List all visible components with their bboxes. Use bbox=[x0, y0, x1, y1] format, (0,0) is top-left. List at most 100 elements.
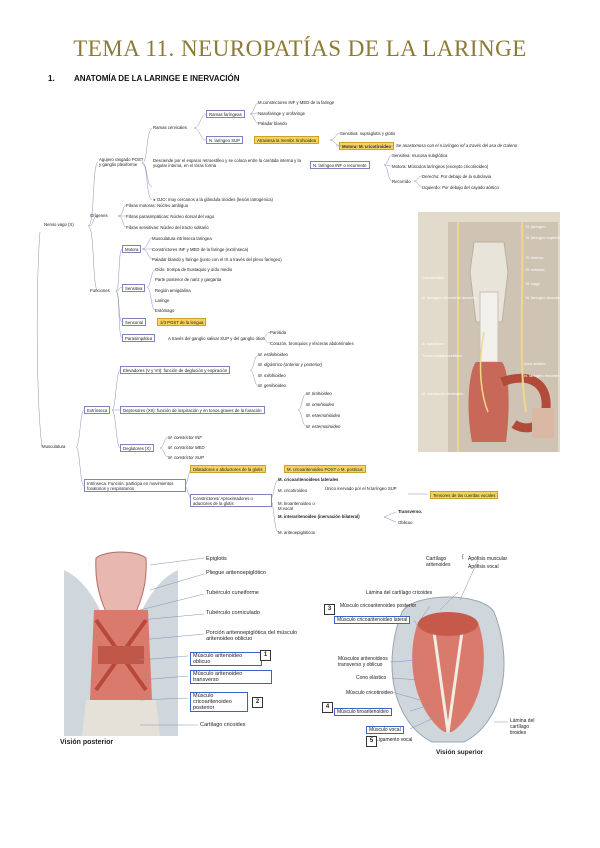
marker-4: 4 bbox=[322, 702, 333, 713]
mm-o1: Fibras motoras: Núcleo ambiguo bbox=[126, 203, 189, 208]
posterior-larynx-drawing bbox=[64, 551, 178, 736]
mm-e2: M. digástrico (anterior y posterior) bbox=[258, 362, 323, 367]
marker-2: 2 bbox=[252, 697, 263, 708]
mm-anastomosa: Se anastomosa con el n.laríngeo inf a tr… bbox=[396, 143, 518, 148]
mm-atraviesa: Atraviesa la membr. tirohioidea bbox=[254, 136, 319, 144]
label-arit-transverso: Músculo aritenoideo transverso bbox=[190, 670, 272, 684]
mm-desciende: Desciende por el espacio retroestíleo y … bbox=[153, 158, 301, 168]
mm-rf2: Nasofaringe y orofaringe bbox=[258, 111, 306, 116]
mm-izquierdo: Izquierdo: Por debajo del cayado aórtico bbox=[422, 185, 499, 190]
mm-d1: M. tirohioideo bbox=[306, 391, 332, 396]
mm-dilatadores: Dilatadores o abductores de la glotis bbox=[190, 465, 266, 473]
label-n-recurrente: N. laríngeo recurrente bbox=[524, 373, 563, 378]
mm-g3: M. constrictor SUP bbox=[168, 455, 204, 460]
mm-sensitiva: Sensitiva bbox=[122, 284, 146, 292]
mm-ramas-faringeas: Ramas faríngeas bbox=[206, 110, 245, 118]
mm-n-laringeo-sup: N. laríngeo SUP bbox=[206, 136, 244, 144]
label-crico-post: Músculo cricoaritenoideo posterior bbox=[190, 692, 248, 712]
superior-view-illustration bbox=[382, 582, 514, 744]
label-r-interna: R. interna bbox=[526, 255, 544, 260]
label-porcion: Porción ariteno­epiglótica del músculo a… bbox=[206, 630, 298, 642]
mm-c2: M. cricotiroideo bbox=[278, 488, 308, 493]
superior-larynx-drawing bbox=[391, 596, 505, 743]
label-cricotiroideo: Músculo cricotiroideo bbox=[346, 690, 393, 696]
label-cardiacos: N. cardíacos cervicales bbox=[422, 391, 464, 396]
mm-c3: M. tiroaritenoideo o M.vocal bbox=[278, 501, 315, 511]
marker-3: 3 bbox=[324, 604, 335, 615]
label-pliegue: Pliegue ariteno­epiglótico bbox=[206, 570, 266, 576]
mm-constrictores: Constrictores/ Aproximadores o aductores… bbox=[190, 494, 272, 507]
posterior-view-illustration bbox=[56, 550, 186, 736]
mm-extrinseca: Extrínseca bbox=[84, 406, 111, 414]
label-a-subclavia: A. subclavia bbox=[422, 341, 444, 346]
mm-ramas-cervicales: Ramas cervicales bbox=[153, 125, 187, 130]
mm-s4: Laringe bbox=[155, 298, 170, 303]
mm-intrinseca: Intrínseca. Función: participa en movimi… bbox=[84, 479, 186, 492]
mm-origenes: Orígenes bbox=[90, 213, 108, 218]
mm-s3: Región amigdalina bbox=[155, 288, 191, 293]
mm-depresores: Depresores (XII): función de inspiración… bbox=[120, 406, 265, 414]
mm-ojo-text: OJO: muy cercanos a la glándula tiroides… bbox=[156, 197, 273, 202]
label-n-laringeo: N. laríngeo bbox=[526, 224, 546, 229]
mm-c4: M. interaritenoideo (inervación bilatera… bbox=[278, 514, 360, 519]
label-arco-aortico: Arco aórtico bbox=[524, 361, 546, 366]
label-aritenoideos: Músculos aritenoideos transverso y oblic… bbox=[338, 656, 388, 668]
label-musculo-vocal: Músculo vocal bbox=[366, 726, 404, 734]
nerve-illustration bbox=[418, 212, 560, 452]
label-cono: Cono elástico bbox=[356, 675, 387, 681]
warning-icon: ● bbox=[153, 197, 156, 202]
label-cuneiforme: Tubérculo cuneiforme bbox=[206, 590, 259, 596]
mm-s2: Parte posterior de nariz y garganta bbox=[155, 277, 222, 282]
mm-m2: Constrictores INF y MED de la faringe (e… bbox=[152, 247, 249, 252]
mm-rf1: M.constrictores INF y MED de la faringe bbox=[258, 100, 335, 105]
mm-sensitiva-sup: Sensitiva: supraglotis y glotis bbox=[340, 131, 396, 136]
marker-5: 5 bbox=[366, 736, 377, 747]
mm-derecho: Derecho: Por debajo de la subclavia bbox=[422, 174, 492, 179]
label-r-externa: R. externa bbox=[526, 267, 545, 272]
mm-tensores: Tensores de las cuerdas vocales bbox=[430, 491, 499, 499]
mm-agujero: Agujero rasgado POST y ganglio plexiform… bbox=[99, 157, 144, 167]
label-tiroaritenoideo: Músculo tiroaritenoideo bbox=[334, 708, 392, 716]
mm-oblicuo: Oblicuo bbox=[398, 520, 413, 525]
label-cart-cricoides: Cartílago cricoides bbox=[200, 722, 246, 728]
mm-musculatura: Musculatura bbox=[42, 444, 66, 449]
nerve-anatomy-photo: N. laríngeo N. laríngeo superior R. inte… bbox=[418, 212, 582, 452]
mm-recorrido: Recorrido bbox=[392, 179, 411, 184]
section-label: ANATOMÍA DE LA LARINGE E INERVACIÓN bbox=[74, 74, 240, 83]
mm-par1: Parótida bbox=[270, 330, 287, 335]
mm-e3: M. milohioideo bbox=[258, 373, 286, 378]
mm-e4: M. genihioideo bbox=[258, 383, 286, 388]
label-tronco: Tronco braquiocefálico bbox=[422, 353, 463, 358]
mm-c5: M. ariteoepiglóticos bbox=[278, 530, 316, 535]
mm-elevadores: Elevadores (V y VII): función de degluci… bbox=[120, 366, 231, 374]
mm-sensitiva-inf: Sensitiva: mucosa subglótica bbox=[392, 153, 448, 158]
brace: { bbox=[462, 554, 464, 560]
mm-o2: Fibras parasimpáticas: Núcleo dorsal del… bbox=[126, 214, 215, 219]
mm-s5: Estómago bbox=[155, 308, 175, 313]
label-lamina-tiro: Lámina del cartílago tiroides bbox=[510, 718, 535, 736]
mm-m1: Musculatura intrínseca laringea bbox=[152, 236, 212, 241]
mm-d2: M. omohioideo bbox=[306, 402, 335, 407]
mm-sensorial: Sensorial bbox=[122, 318, 146, 326]
label-n-vago: N. vago bbox=[526, 281, 540, 286]
mm-nervio-vago: Nervio vago (X) bbox=[44, 222, 74, 227]
mm-motora-inf: Motora: Músculos laríngeos (excepto cric… bbox=[392, 164, 489, 169]
mm-para-v: A través del ganglio salivar SUP y del g… bbox=[168, 336, 265, 341]
mm-motora: Motora bbox=[122, 245, 142, 253]
label-apofisis-muscular: Apófisis muscular bbox=[468, 556, 508, 562]
label-sup-crico-post: Músculo cricoaritenoideo posterior bbox=[340, 603, 417, 609]
mm-g1: M. constrictor INF bbox=[168, 435, 202, 440]
mm-funciones: Funciones bbox=[90, 288, 110, 293]
label-corniculado: Tubérculo corniculado bbox=[206, 610, 260, 616]
label-recurrente-izq: N. laríngeo recurrente izquierdo bbox=[526, 295, 583, 300]
mm-d4: M. esternotiroideo bbox=[306, 424, 341, 429]
mm-e1: M. estilohioideo bbox=[258, 352, 288, 357]
label-cricotiroides: Cricotiroides bbox=[422, 275, 445, 280]
label-apofisis-vocal: Apófisis vocal bbox=[468, 564, 499, 570]
label-recurrente-der: N. laríngeo recurrente derecho bbox=[422, 295, 477, 300]
label-vision-superior: Visión superior bbox=[436, 749, 484, 756]
mm-transverso: Transverso. bbox=[398, 509, 423, 514]
label-sup-crico-lat: Músculo cricoaritenoideo lateral bbox=[334, 616, 411, 624]
